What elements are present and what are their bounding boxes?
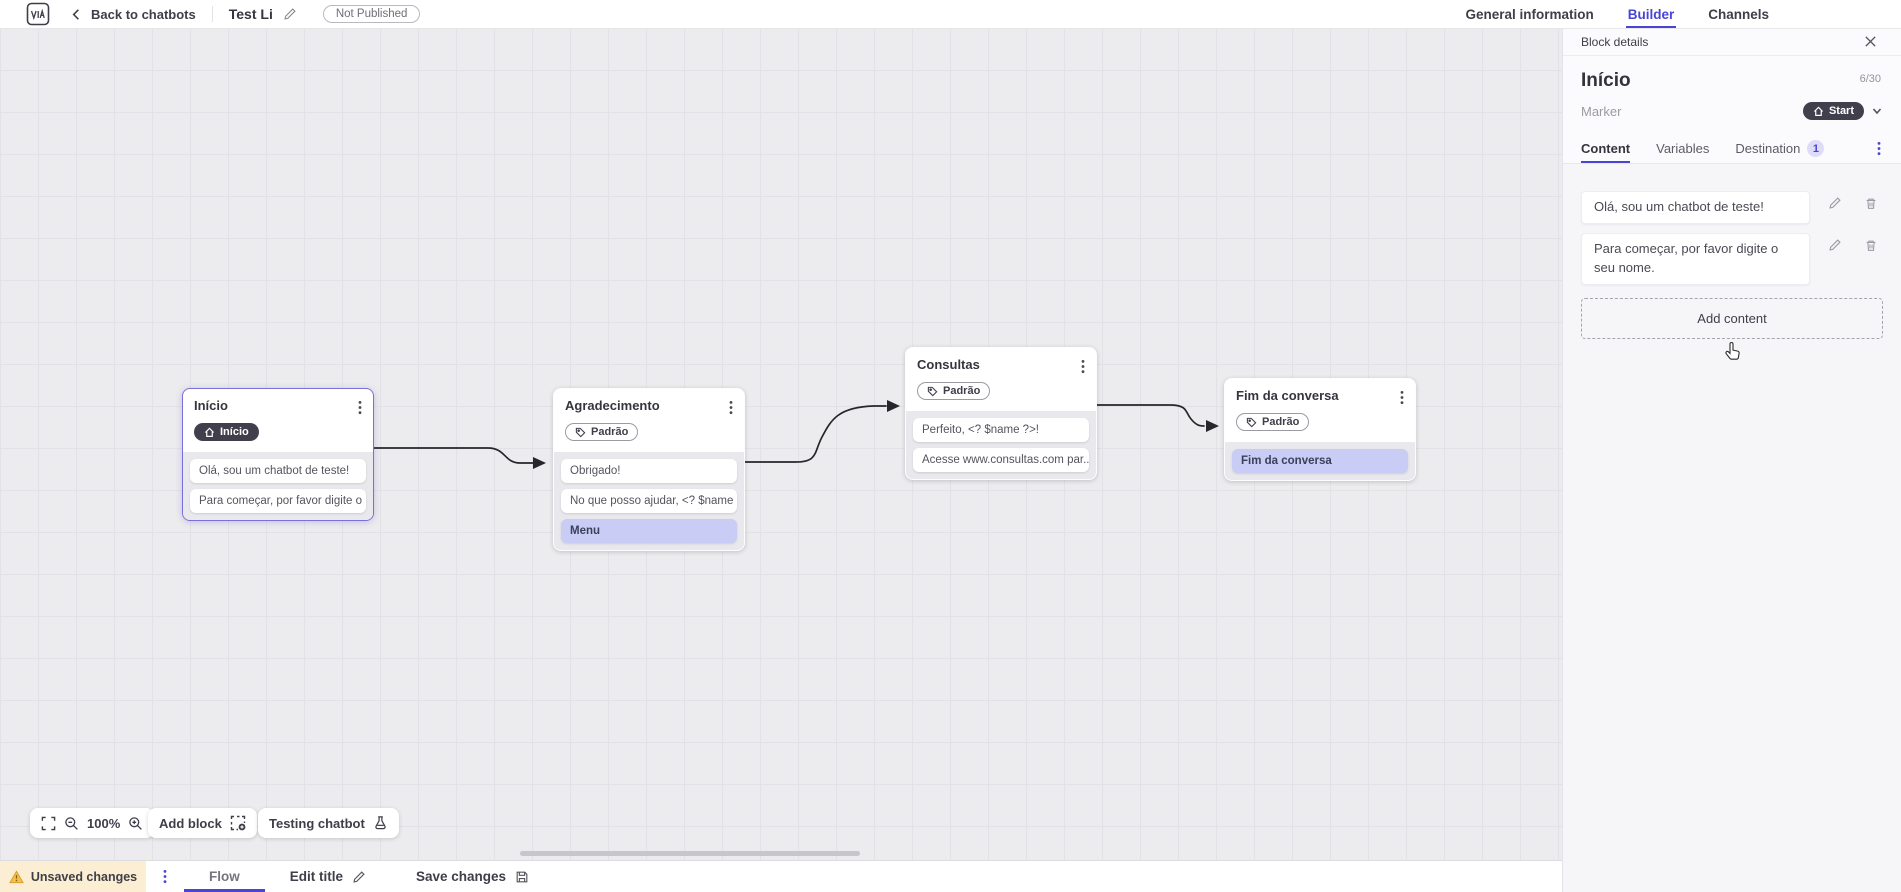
divider: [211, 6, 213, 22]
block-message[interactable]: Acesse www.consultas.com par...: [913, 447, 1089, 472]
destination-count-badge: 1: [1807, 140, 1825, 157]
name-char-counter: 6/30: [1859, 73, 1881, 85]
content-text[interactable]: Para começar, por favor digite o seu nom…: [1581, 232, 1810, 285]
pencil-icon[interactable]: [1828, 238, 1842, 253]
panel-title: Block details: [1581, 34, 1649, 49]
chevron-down-icon: [1871, 105, 1883, 117]
testing-chatbot-button[interactable]: Testing chatbot: [258, 808, 399, 838]
marker-value-badge: Start: [1802, 102, 1864, 120]
content-list: Olá, sou um chatbot de teste! Para começ…: [1563, 164, 1901, 892]
flow-block-inicio[interactable]: Início Início Olá, sou um chatbot de tes…: [182, 388, 374, 521]
fit-view-icon[interactable]: [41, 816, 56, 831]
marker-select[interactable]: Start: [1802, 102, 1883, 120]
block-menu-icon[interactable]: [1079, 357, 1087, 376]
zoom-toolbar: 100%: [30, 808, 155, 838]
chatbot-title: Test Li: [228, 6, 273, 22]
panel-more-icon[interactable]: [1875, 139, 1883, 158]
block-message[interactable]: Perfeito, <? $name ?>!: [913, 417, 1089, 442]
save-changes-button[interactable]: Save changes: [391, 861, 554, 892]
block-menu-icon[interactable]: [356, 398, 364, 417]
marker-label: Marker: [1581, 103, 1622, 119]
block-title: Início: [194, 398, 228, 413]
save-icon: [515, 870, 529, 884]
block-category-badge: Padrão: [1236, 413, 1310, 431]
arrowhead: [1206, 420, 1219, 432]
content-item: Para começar, por favor digite o seu nom…: [1581, 232, 1883, 285]
block-message[interactable]: Olá, sou um chatbot de teste!: [190, 458, 366, 483]
block-marker-badge: Início: [194, 423, 259, 441]
app-logo-icon[interactable]: [26, 2, 50, 26]
tab-builder[interactable]: Builder: [1626, 0, 1677, 28]
flask-icon: [373, 815, 388, 831]
top-bar: Back to chatbots Test Li Not Published G…: [0, 0, 1901, 29]
add-content-button[interactable]: Add content: [1581, 297, 1883, 339]
home-icon: [204, 427, 215, 438]
tag-icon: [1246, 417, 1257, 428]
close-icon[interactable]: [1864, 35, 1877, 48]
connection-consultas-fim[interactable]: [1094, 404, 1205, 427]
zoom-in-icon[interactable]: [128, 816, 143, 831]
testing-chatbot-label: Testing chatbot: [269, 815, 365, 831]
block-category-badge: Padrão: [917, 382, 991, 400]
content-text[interactable]: Olá, sou um chatbot de teste!: [1581, 191, 1810, 224]
zoom-out-icon[interactable]: [64, 816, 79, 831]
content-item: Olá, sou um chatbot de teste!: [1581, 191, 1883, 224]
tab-content[interactable]: Content: [1581, 134, 1630, 163]
block-message[interactable]: Obrigado!: [561, 458, 737, 483]
tab-general-information[interactable]: General information: [1465, 6, 1594, 22]
block-message[interactable]: No que posso ajudar, <? $name ...: [561, 488, 737, 513]
block-message[interactable]: Para começar, por favor digite o ...: [190, 488, 366, 513]
block-title: Agradecimento: [565, 398, 660, 413]
connection-agradecimento-consultas[interactable]: [742, 405, 887, 463]
tab-destination[interactable]: Destination 1: [1735, 134, 1825, 163]
active-tab-underline: [184, 889, 265, 892]
unsaved-changes-indicator: Unsaved changes: [0, 861, 146, 892]
arrowhead: [533, 457, 546, 469]
tab-variables[interactable]: Variables: [1656, 141, 1710, 156]
flow-block-fim-da-conversa[interactable]: Fim da conversa Padrão Fim da conversa: [1224, 378, 1416, 481]
add-block-button[interactable]: Add block: [148, 808, 257, 838]
block-title: Consultas: [917, 357, 980, 372]
bottom-bar: Unsaved changes Flow Edit title Save cha…: [0, 860, 1562, 892]
tab-channels[interactable]: Channels: [1708, 6, 1769, 22]
flow-canvas[interactable]: Início Início Olá, sou um chatbot de tes…: [0, 28, 1562, 861]
trash-icon[interactable]: [1864, 196, 1878, 211]
block-menu-item[interactable]: Menu: [561, 518, 737, 543]
block-details-panel: Block details Início 6/30 Marker Start: [1562, 28, 1901, 892]
pencil-icon: [352, 870, 366, 884]
connection-inicio-agradecimento[interactable]: [372, 447, 534, 464]
trash-icon[interactable]: [1864, 238, 1878, 253]
panel-tabs: Content Variables Destination 1: [1563, 134, 1901, 164]
flow-more-icon[interactable]: [146, 861, 184, 892]
block-name-field[interactable]: Início: [1581, 70, 1631, 91]
block-menu-icon[interactable]: [1398, 388, 1406, 407]
warning-icon: [9, 869, 24, 884]
home-icon: [1813, 106, 1824, 117]
add-block-label: Add block: [159, 815, 222, 831]
canvas-horizontal-scrollbar[interactable]: [520, 851, 860, 856]
tag-icon: [927, 386, 938, 397]
edit-title-button[interactable]: Edit title: [265, 861, 391, 892]
edit-title-icon[interactable]: [283, 7, 297, 21]
flow-block-consultas[interactable]: Consultas Padrão Perfeito, <? $name ?>! …: [905, 347, 1097, 480]
zoom-level: 100%: [87, 815, 121, 831]
add-block-icon: [230, 815, 246, 831]
tab-flow[interactable]: Flow: [184, 861, 265, 892]
tag-icon: [575, 427, 586, 438]
block-category-badge: Padrão: [565, 423, 639, 441]
block-menu-icon[interactable]: [727, 398, 735, 417]
block-menu-item[interactable]: Fim da conversa: [1232, 448, 1408, 473]
back-label: Back to chatbots: [91, 6, 196, 22]
pencil-icon[interactable]: [1828, 196, 1842, 211]
chevron-left-icon: [70, 8, 83, 21]
status-badge: Not Published: [322, 5, 421, 23]
top-tabs: General information Builder Channels: [1463, 0, 1771, 28]
block-title: Fim da conversa: [1236, 388, 1339, 403]
arrowhead: [887, 400, 900, 412]
back-to-chatbots-button[interactable]: Back to chatbots: [70, 7, 196, 22]
flow-block-agradecimento[interactable]: Agradecimento Padrão Obrigado! No que po…: [553, 388, 745, 551]
